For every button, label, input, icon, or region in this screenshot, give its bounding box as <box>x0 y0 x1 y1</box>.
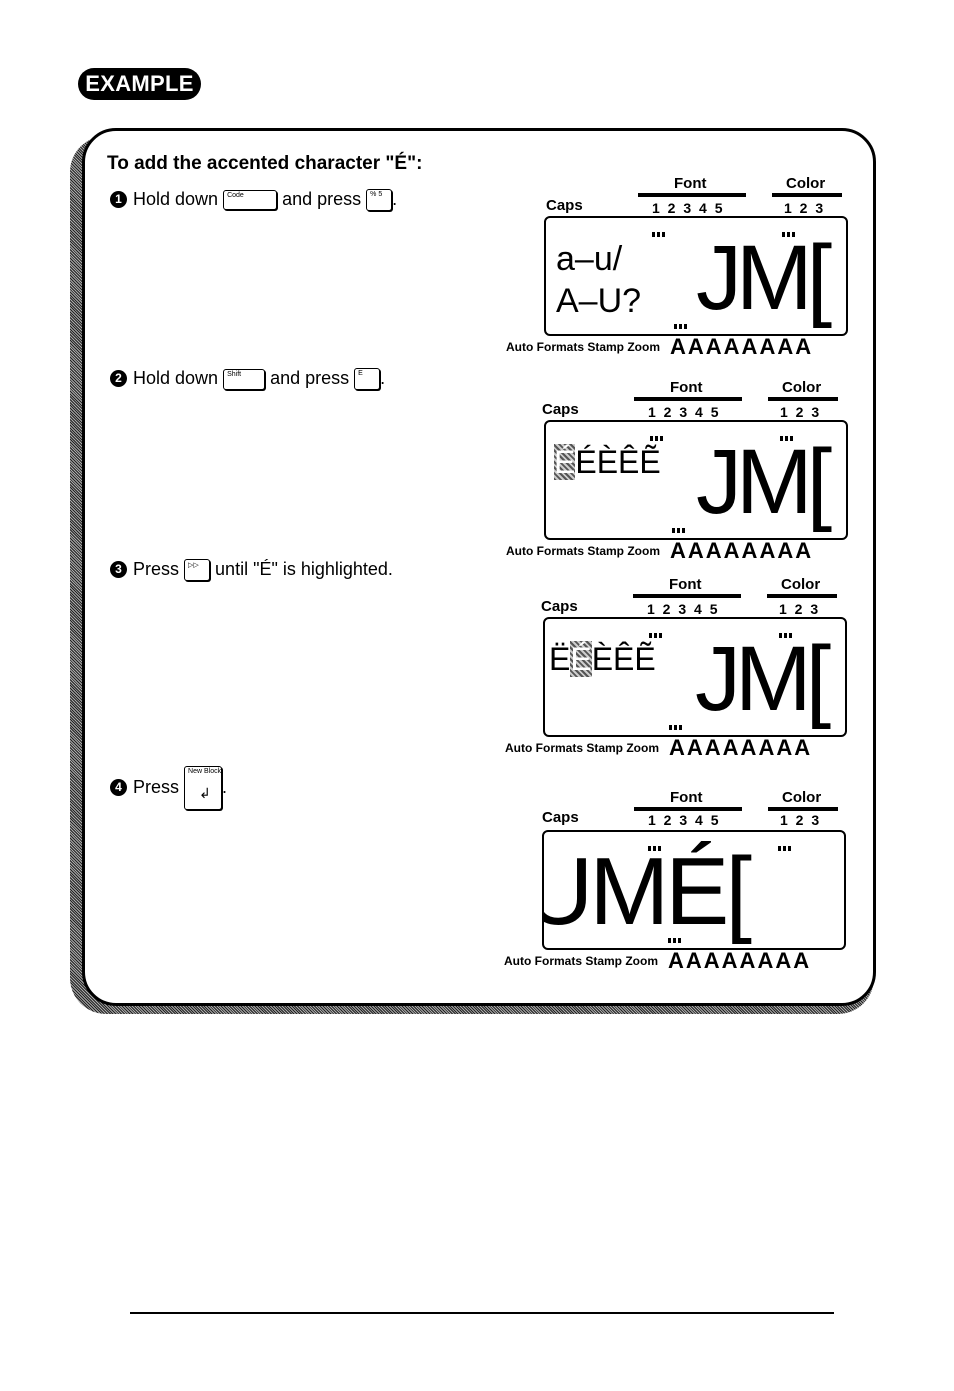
footer-rule <box>130 1312 834 1314</box>
step-number: 2 <box>110 370 127 387</box>
lcd-screen: ËÉÈÊẼ JM[ <box>543 617 847 737</box>
code-key: Code <box>223 190 278 211</box>
lcd-screen: ÉÉÈÊẼ JM[ <box>544 420 848 540</box>
new-block-key: New Block↲ <box>184 766 223 810</box>
shift-key: Shift <box>223 368 266 390</box>
step-number: 4 <box>110 778 127 796</box>
font-label: Font <box>674 175 707 192</box>
example-badge: EXAMPLE <box>78 68 201 100</box>
accent-key: % 5 <box>366 189 393 212</box>
step-number: 1 <box>110 191 127 208</box>
heading: To add the accented character "É": <box>107 153 423 174</box>
right-arrow-key: ▷▷ <box>184 559 211 582</box>
font-style-glyphs: AAAAAAAA <box>670 334 814 359</box>
step-number: 3 <box>110 561 127 578</box>
lcd-display-1: Font Color Caps 1 2 3 4 5 1 2 3 a–u/ A–U… <box>506 175 904 359</box>
color-label: Color <box>786 175 826 192</box>
lcd-display-3: Font Color Caps 1 2 3 4 5 1 2 3 ËÉÈÊẼ JM… <box>505 576 903 760</box>
e-key: E <box>354 368 381 391</box>
lcd-display-4: Font Color Caps 1 2 3 4 5 1 2 3 UMÉ[ Aut… <box>504 789 902 973</box>
lcd-screen: UMÉ[ <box>542 830 846 950</box>
lcd-screen: a–u/ A–U? JM[ <box>544 216 848 336</box>
lcd-bottom-labels: Auto Formats Stamp Zoom <box>506 340 661 354</box>
lcd-display-2: Font Color Caps 1 2 3 4 5 1 2 3 ÉÉÈÊẼ JM… <box>506 379 904 563</box>
caps-label: Caps <box>546 197 583 214</box>
